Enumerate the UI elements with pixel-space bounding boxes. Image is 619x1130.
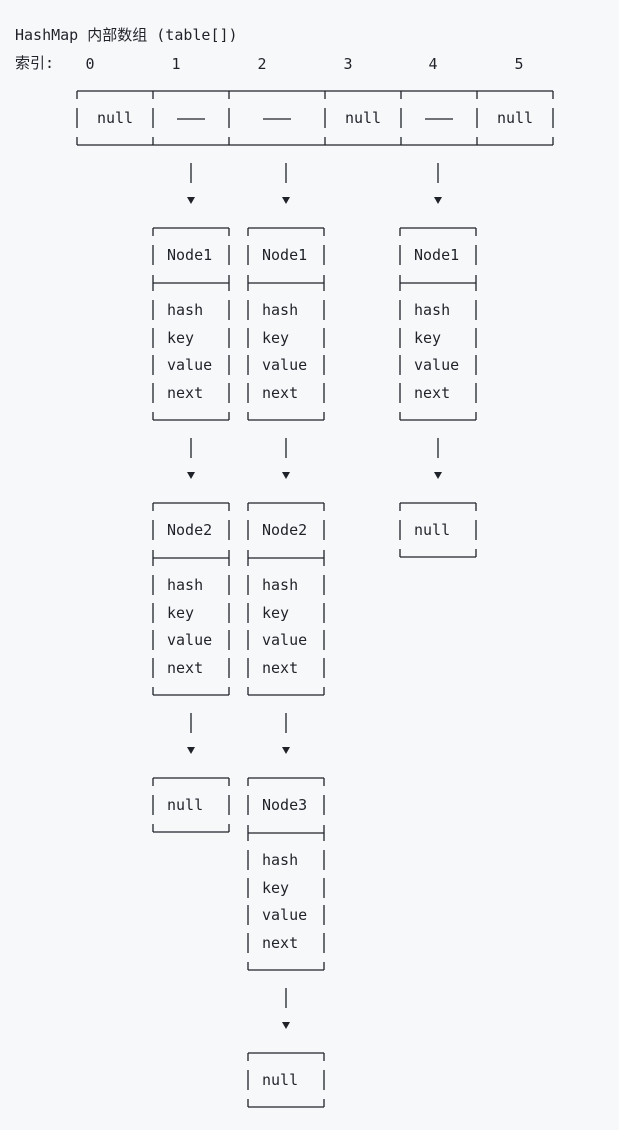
chain-4-item-0-name: Node1 [414, 246, 459, 264]
chain-2-item-1-field-next: next [262, 659, 298, 677]
chain-2-entry-arrow-head [282, 197, 290, 204]
chain-4-item-1-null-text: null [414, 521, 450, 539]
index-number-4: 4 [428, 55, 437, 73]
chain-2-item-1-name: Node2 [262, 521, 307, 539]
chain-1-item-1-name: Node2 [167, 521, 212, 539]
chain-2-item-2-name: Node3 [262, 796, 307, 814]
chain-1-item-0-field-hash: hash [167, 301, 203, 319]
chain-2-item-0-field-hash: hash [262, 301, 298, 319]
chain-2-item-1-field-hash: hash [262, 576, 298, 594]
chain-1-item-0-field-key: key [167, 329, 194, 347]
chain-1-item-0-field-value: value [167, 356, 212, 374]
index-number-1: 1 [171, 55, 180, 73]
diagram-title: HashMap 内部数组 (table[]) [15, 26, 238, 44]
chain-2-item-2-field-value: value [262, 906, 307, 924]
chain-2-item-0-field-key: key [262, 329, 289, 347]
chain-1-item-1-next-arrow-head [187, 747, 195, 754]
chain-2-item-3-null-text: null [262, 1071, 298, 1089]
chain-1-item-1-field-next: next [167, 659, 203, 677]
chain-1-item-1-field-hash: hash [167, 576, 203, 594]
chain-2-item-0-next-arrow-head [282, 472, 290, 479]
chain-1-entry-arrow-head [187, 197, 195, 204]
chain-2-item-2-field-next: next [262, 934, 298, 952]
chain-2-item-0-field-next: next [262, 384, 298, 402]
table-cell-5: null [497, 109, 533, 127]
chain-2-item-0-field-value: value [262, 356, 307, 374]
index-label: 索引: [15, 54, 55, 72]
chain-2-item-2-next-arrow-head [282, 1022, 290, 1029]
index-number-3: 3 [343, 55, 352, 73]
chain-2-item-1-next-arrow-head [282, 747, 290, 754]
table-cell-0: null [97, 109, 133, 127]
index-number-5: 5 [514, 55, 523, 73]
chain-4-item-0-field-next: next [414, 384, 450, 402]
chain-1-item-0-name: Node1 [167, 246, 212, 264]
table-cell-3: null [345, 109, 381, 127]
chain-4-item-0-next-arrow-head [434, 472, 442, 479]
chain-1-item-1-field-value: value [167, 631, 212, 649]
chain-2-item-1-field-key: key [262, 604, 289, 622]
chain-4-item-0-field-key: key [414, 329, 441, 347]
chain-4-entry-arrow-head [434, 197, 442, 204]
chain-2-item-2-field-hash: hash [262, 851, 298, 869]
index-number-2: 2 [257, 55, 266, 73]
chain-1-item-0-next-arrow-head [187, 472, 195, 479]
chain-2-item-0-name: Node1 [262, 246, 307, 264]
chain-1-item-0-field-next: next [167, 384, 203, 402]
chain-4-item-0-field-hash: hash [414, 301, 450, 319]
chain-4-item-0-field-value: value [414, 356, 459, 374]
chain-1-item-1-field-key: key [167, 604, 194, 622]
chain-2-item-2-field-key: key [262, 879, 289, 897]
chain-1-item-2-null-text: null [167, 796, 203, 814]
index-number-0: 0 [85, 55, 94, 73]
chain-2-item-1-field-value: value [262, 631, 307, 649]
